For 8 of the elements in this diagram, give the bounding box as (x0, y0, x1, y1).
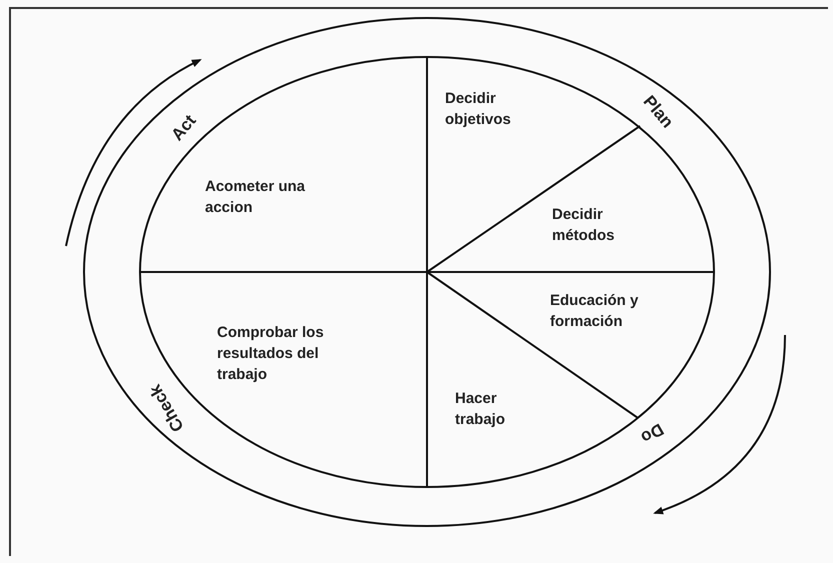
sector-label: Decidir métodos (552, 204, 652, 246)
sector-label: Hacer trabajo (455, 388, 545, 430)
sector-label: Decidir objetivos (445, 88, 555, 130)
sector-label: Acometer una accion (205, 176, 335, 218)
phase-label: Act (168, 111, 200, 145)
phase-label: Do (637, 418, 667, 448)
sector-label: Comprobar los resultados del trabajo (217, 322, 357, 385)
sector-label: Educación y formación (550, 290, 680, 332)
